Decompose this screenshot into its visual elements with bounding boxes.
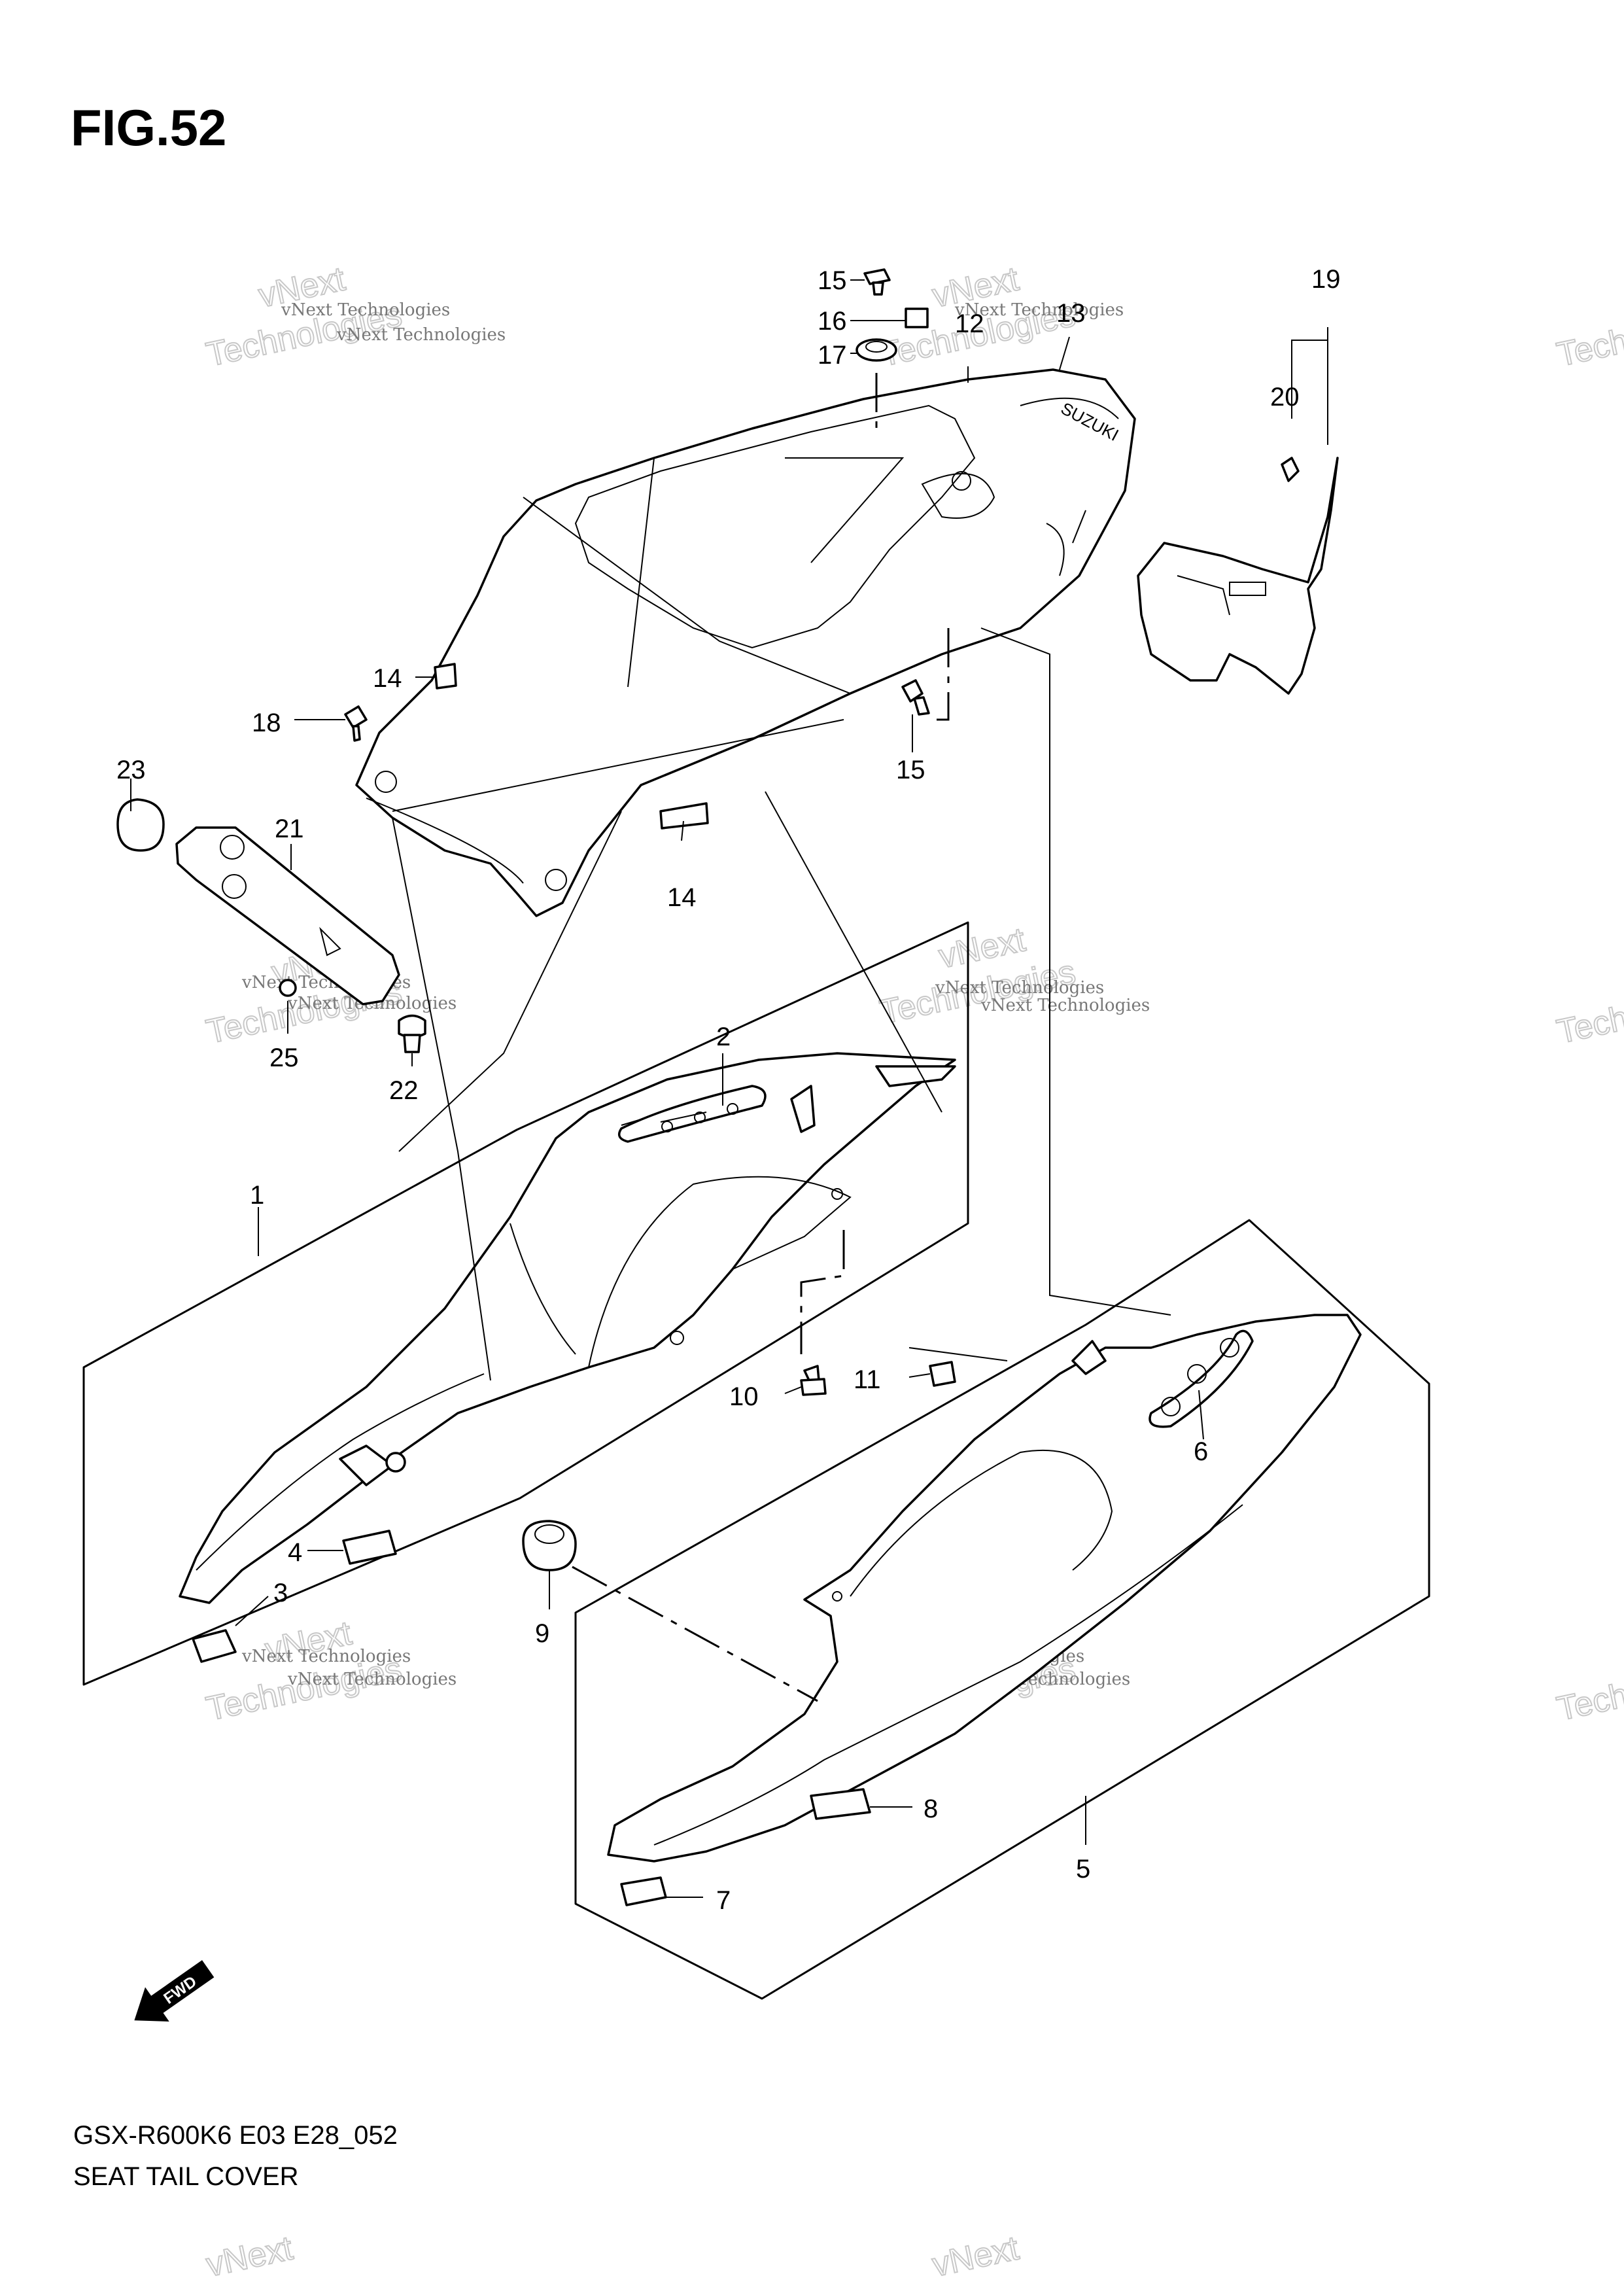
part-seat-tail-cover: SUZUKI bbox=[355, 368, 1136, 917]
forward-direction-arrow: FWD bbox=[134, 1960, 215, 2022]
watermark-text: vNext bbox=[203, 2229, 296, 2284]
part-right-tail-cover bbox=[607, 1314, 1362, 1863]
callout-8: 8 bbox=[924, 1795, 938, 1823]
callout-4: 4 bbox=[288, 1538, 302, 1567]
watermark-text: vNext Technologies bbox=[241, 1647, 411, 1666]
callout-2: 2 bbox=[716, 1023, 731, 1051]
callout-22: 21 bbox=[275, 815, 304, 843]
callout-11: 11 bbox=[854, 1365, 881, 1394]
part-left-tail-cover bbox=[179, 1052, 956, 1604]
callout-leaders bbox=[130, 279, 1328, 1898]
assembly-guide-lines bbox=[392, 373, 1171, 1702]
callout-7: 7 bbox=[716, 1886, 731, 1915]
assembly-box-1 bbox=[82, 921, 969, 1686]
watermark-text: vNext Technologies bbox=[287, 1670, 457, 1689]
callout-25: 25 bbox=[269, 1043, 299, 1072]
callout-5: 5 bbox=[1076, 1855, 1090, 1883]
callout-6: 6 bbox=[1194, 1437, 1208, 1466]
callout-21: 20 bbox=[1270, 383, 1300, 412]
figure-title: FIG.52 bbox=[71, 99, 227, 156]
callout-3: 3 bbox=[273, 1579, 288, 1607]
watermark-text: vNext bbox=[929, 2229, 1022, 2284]
watermark-text: vNext Technologies bbox=[281, 300, 450, 320]
callout-10: 10 bbox=[729, 1382, 759, 1411]
assembly-box-5 bbox=[574, 1219, 1430, 2000]
callout-15: 15 bbox=[896, 756, 925, 784]
callout-23: 22 bbox=[389, 1076, 419, 1105]
callout-9: 9 bbox=[535, 1619, 549, 1648]
diagram-code: GSX-R600K6 E03 E28_052 bbox=[73, 2121, 398, 2150]
watermark-text: vNext Technologies bbox=[980, 996, 1150, 1015]
watermark-text: Technologies bbox=[1553, 296, 1624, 374]
callout-12: 12 bbox=[955, 309, 984, 338]
callout-16: 15 bbox=[818, 266, 847, 295]
watermark-text: vNext Technologies bbox=[935, 978, 1104, 998]
diagram-name: SEAT TAIL COVER bbox=[73, 2162, 299, 2191]
callout-20: 19 bbox=[1311, 265, 1341, 294]
callout-14: 14 bbox=[667, 883, 697, 912]
callout-17: 16 bbox=[818, 307, 847, 336]
watermark-text: Technologies bbox=[1553, 1650, 1624, 1728]
small-parts bbox=[116, 268, 956, 1906]
callout-13: 13 bbox=[1056, 299, 1086, 328]
callout-24: 23 bbox=[116, 756, 146, 784]
callout-18: 17 bbox=[818, 341, 847, 370]
watermark-text: Technologies bbox=[1553, 973, 1624, 1051]
watermark-text: vNext Technologies bbox=[336, 325, 506, 345]
callout-1: 1 bbox=[250, 1181, 264, 1210]
callout-14: 14 bbox=[373, 664, 402, 693]
part-bracket bbox=[1137, 457, 1339, 695]
callout-labels: 15 16 17 12 13 19 20 14 14 18 15 23 21 2… bbox=[116, 265, 1341, 1915]
watermark-text: vNext Technologies bbox=[954, 300, 1124, 320]
callout-19: 18 bbox=[252, 709, 281, 737]
